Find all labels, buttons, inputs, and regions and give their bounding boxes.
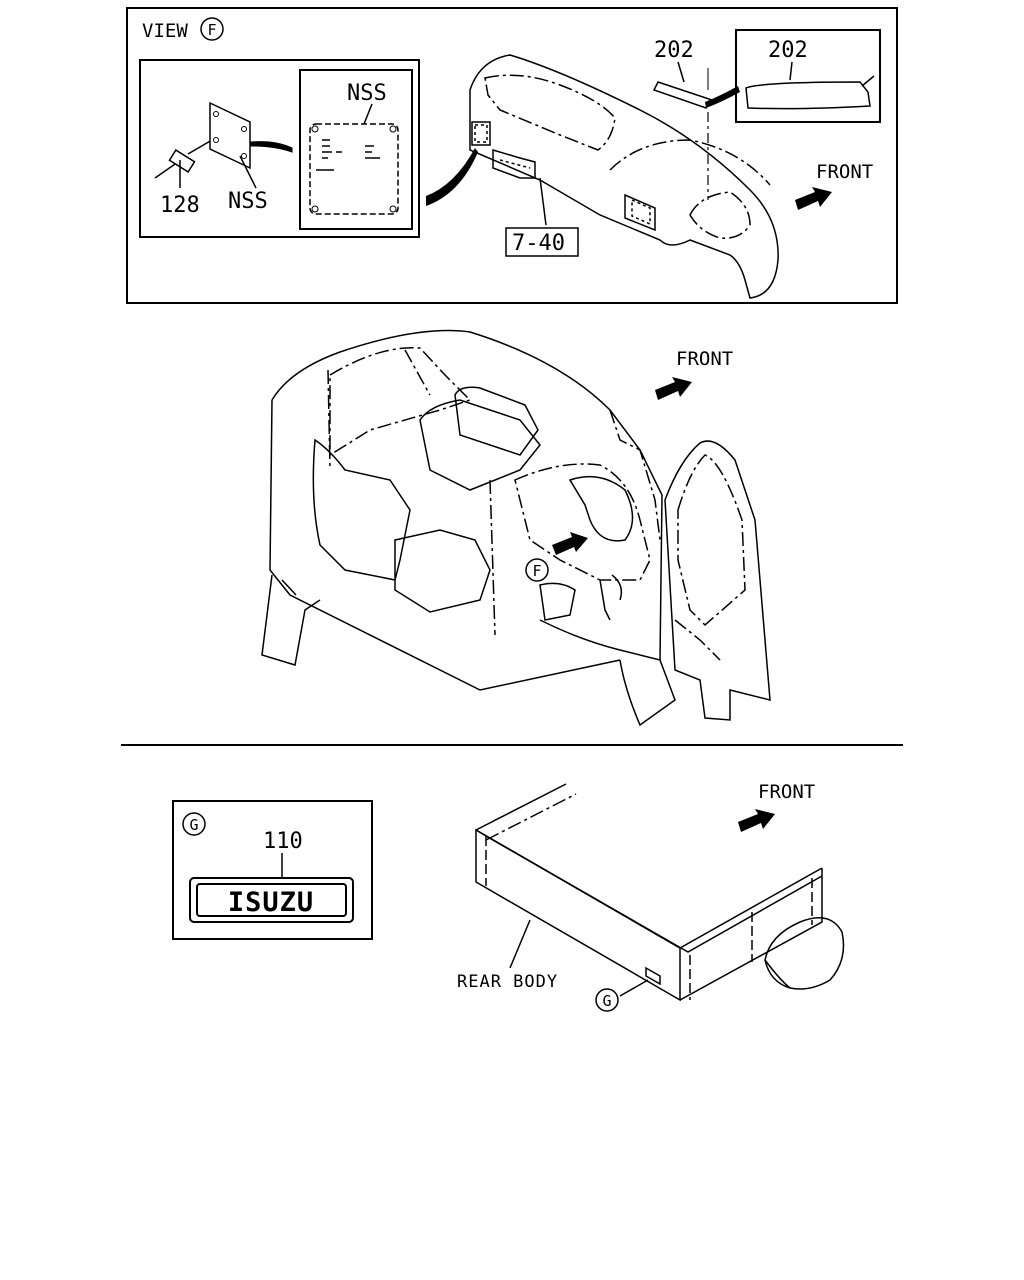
cab-f-circle xyxy=(525,558,549,582)
nss-detail-box xyxy=(139,59,420,238)
nss-plate-icon xyxy=(209,101,251,170)
ref-7-40-label: 7-40 xyxy=(512,231,565,256)
part-202-strip-icon xyxy=(652,81,714,109)
cab-f-letter: F xyxy=(532,562,541,580)
cab-front-label: FRONT xyxy=(676,348,733,370)
emblem-g-circle xyxy=(182,812,206,836)
rear-section: G 110 ISUZU REAR BODY G FRON xyxy=(172,781,845,1012)
rear-front-arrow xyxy=(738,809,775,832)
emblem-g-letter: G xyxy=(189,816,198,834)
part-202-label: 202 xyxy=(654,38,694,63)
part-128-label: 128 xyxy=(160,193,200,218)
cab-inner-arrow xyxy=(552,532,588,555)
ref-7-40-box xyxy=(505,227,579,257)
part-202-inset-box xyxy=(735,29,881,123)
part-202-inset-label: 202 xyxy=(768,38,808,63)
nss-enlarged-box xyxy=(299,69,413,230)
cab-illustration: F FRONT xyxy=(261,329,771,727)
view-f-circle-letter: F xyxy=(207,21,216,39)
isuzu-emblem-outer xyxy=(189,877,354,923)
rivet-128-icon xyxy=(154,139,213,179)
view-f-front-label: FRONT xyxy=(816,161,873,183)
nss-top-label: NSS xyxy=(347,81,387,106)
cab-front-arrow xyxy=(655,377,692,400)
view-label: VIEW xyxy=(142,20,188,42)
nss-plate-label: NSS xyxy=(228,189,268,214)
part-110-label: 110 xyxy=(263,829,303,854)
view-f-front-arrow xyxy=(795,187,832,210)
rear-g-circle xyxy=(595,988,619,1012)
dashboard-icon xyxy=(469,54,779,299)
view-f-circle xyxy=(200,17,224,41)
emblem-detail-box xyxy=(172,800,373,940)
rear-g-letter: G xyxy=(602,992,611,1010)
rear-body-label: REAR BODY xyxy=(457,972,558,992)
view-f-border xyxy=(126,7,898,304)
rear-front-label: FRONT xyxy=(758,781,815,803)
isuzu-emblem-text: ISUZU xyxy=(228,887,314,918)
isuzu-emblem-inner xyxy=(196,883,347,917)
view-f-panel: VIEW F 128 NSS NSS xyxy=(126,7,898,304)
